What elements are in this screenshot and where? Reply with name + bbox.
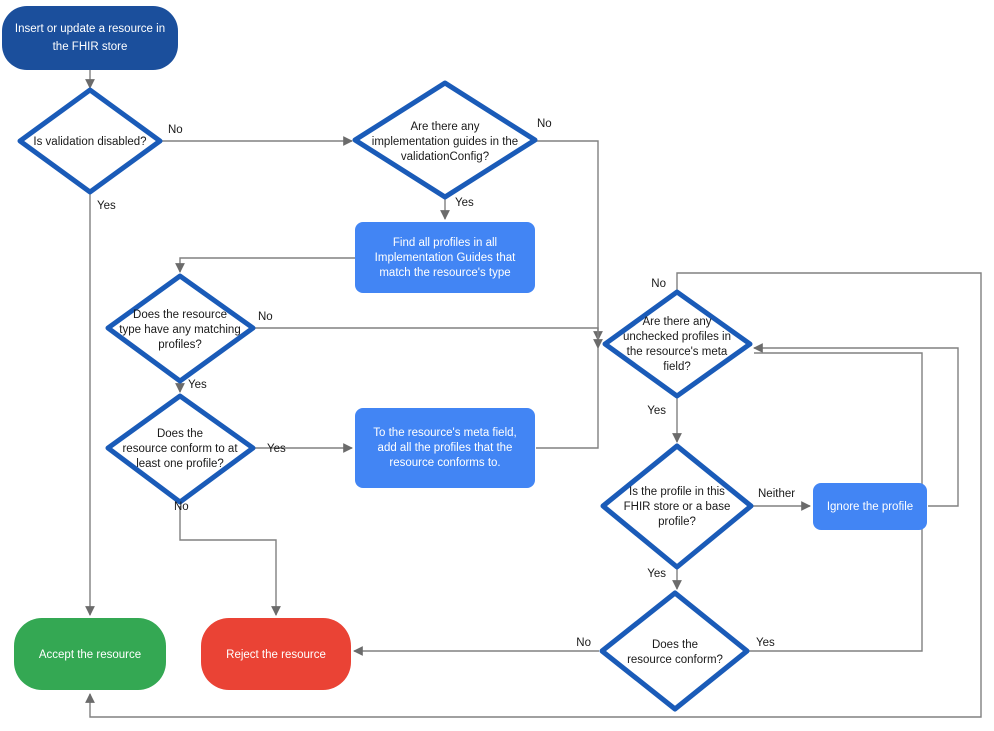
edge-label-validation-no: No	[168, 124, 183, 136]
node-reject[interactable]: Reject the resource	[201, 618, 351, 690]
edge-label-conformone-no: No	[174, 501, 189, 513]
node-unchecked-profiles-line2: unchecked profiles in	[623, 331, 731, 343]
node-unchecked-profiles-line3: the resource's meta	[627, 346, 728, 358]
edge-label-profile-yes: Yes	[647, 568, 666, 580]
node-add-profiles-meta[interactable]: To the resource's meta field, add all th…	[355, 408, 535, 488]
node-unchecked-profiles-line4: field?	[663, 361, 691, 373]
node-implementation-guides-line2: implementation guides in the	[372, 136, 518, 148]
edge-addprofiles-to-unchecked	[536, 348, 599, 449]
node-matching-profiles-line1: Does the resource	[133, 309, 227, 321]
node-profile-in-store[interactable]: Is the profile in this FHIR store or a b…	[600, 443, 754, 570]
node-implementation-guides-line3: validationConfig?	[401, 151, 489, 163]
node-start-line2: the FHIR store	[53, 41, 128, 53]
node-ignore-profile[interactable]: Ignore the profile	[813, 483, 927, 530]
node-unchecked-profiles[interactable]: Are there any unchecked profiles in the …	[602, 289, 753, 399]
edge-label-unchecked-no: No	[651, 278, 666, 290]
node-find-profiles-line2: Implementation Guides that	[375, 252, 516, 264]
node-resource-conform-line2: resource conform?	[627, 654, 723, 666]
node-resource-conform-line1: Does the	[652, 639, 698, 651]
edge-findprofiles-to-matching	[175, 257, 355, 273]
node-validation-disabled-line1: Is validation disabled?	[33, 136, 146, 148]
node-accept-line1: Accept the resource	[39, 649, 141, 661]
node-resource-conform[interactable]: Does the resource conform?	[599, 590, 750, 712]
node-profile-in-store-line3: profile?	[658, 516, 696, 528]
node-conform-one-profile-line3: least one profile?	[136, 458, 224, 470]
edge-guides-no	[536, 140, 603, 341]
edge-label-matching-yes: Yes	[188, 379, 207, 391]
edge-label-conform-no: No	[576, 637, 591, 649]
node-profile-in-store-line1: Is the profile in this	[629, 486, 725, 498]
node-start[interactable]: Insert or update a resource in the FHIR …	[2, 6, 178, 70]
edge-label-guides-no: No	[537, 118, 552, 130]
edge-label-guides-yes: Yes	[455, 197, 474, 209]
node-validation-disabled[interactable]: Is validation disabled?	[17, 87, 163, 195]
node-matching-profiles-line3: profiles?	[158, 339, 201, 351]
node-profile-in-store-line2: FHIR store or a base	[624, 501, 731, 513]
node-conform-one-profile-line1: Does the	[157, 428, 203, 440]
node-implementation-guides[interactable]: Are there any implementation guides in t…	[352, 80, 538, 200]
edge-label-conform-yes: Yes	[756, 637, 775, 649]
node-add-profiles-meta-line3: resource conforms to.	[389, 457, 500, 469]
edge-label-unchecked-yes: Yes	[647, 405, 666, 417]
edge-label-validation-yes: Yes	[97, 200, 116, 212]
edge-label-profile-neither: Neither	[758, 488, 795, 500]
edge-label-layer: No Yes No Yes No Yes Yes No No Yes Neith…	[97, 118, 795, 649]
edge-label-matching-no: No	[258, 311, 273, 323]
node-add-profiles-meta-line1: To the resource's meta field,	[373, 427, 516, 439]
node-unchecked-profiles-line1: Are there any	[642, 316, 711, 328]
node-matching-profiles-line2: type have any matching	[119, 324, 240, 336]
node-conform-one-profile-line2: resource conform to at	[122, 443, 238, 455]
node-implementation-guides-line1: Are there any	[410, 121, 479, 133]
edge-conformone-no	[179, 506, 281, 616]
node-conform-one-profile[interactable]: Does the resource conform to at least on…	[105, 393, 256, 505]
node-find-profiles-line3: match the resource's type	[379, 267, 510, 279]
edge-ignore-to-unchecked	[753, 343, 959, 507]
node-find-profiles[interactable]: Find all profiles in all Implementation …	[355, 222, 535, 293]
node-accept[interactable]: Accept the resource	[14, 618, 166, 690]
node-matching-profiles[interactable]: Does the resource type have any matching…	[105, 273, 256, 384]
node-start-line1: Insert or update a resource in	[15, 23, 165, 35]
node-ignore-profile-line1: Ignore the profile	[827, 501, 913, 513]
edge-matching-no	[254, 327, 603, 349]
node-reject-line1: Reject the resource	[226, 649, 326, 661]
node-add-profiles-meta-line2: add all the profiles that the	[378, 442, 513, 454]
node-find-profiles-line1: Find all profiles in all	[393, 237, 497, 249]
edge-unchecked-no	[85, 272, 982, 718]
edge-label-conformone-yes: Yes	[267, 443, 286, 455]
